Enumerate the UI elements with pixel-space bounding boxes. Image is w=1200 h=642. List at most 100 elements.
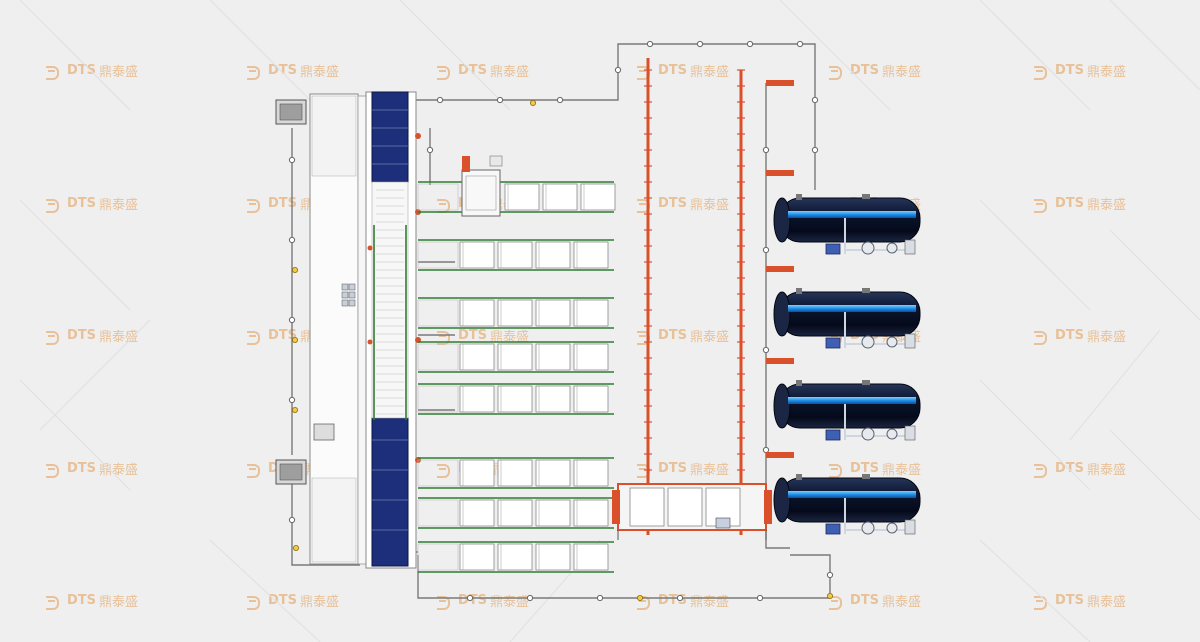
background-line: [779, 0, 891, 111]
tray: [535, 343, 571, 371]
dts-logo-icon: [1034, 65, 1052, 80]
watermark-brand: DTS: [658, 461, 688, 476]
background-line: [209, 539, 321, 642]
tray: [542, 183, 578, 211]
pipe-valve: [288, 236, 296, 244]
retort-stripe: [788, 491, 916, 498]
pipe-valve: [556, 96, 564, 104]
dts-logo-icon: [1034, 330, 1052, 345]
tray: [459, 241, 495, 269]
pipe-valve: [762, 246, 770, 254]
retort-door: [773, 383, 791, 429]
watermark-brand: DTS: [268, 63, 298, 78]
pipe-valve: [646, 40, 654, 48]
pipe-valve: [796, 40, 804, 48]
dts-logo-icon: [437, 463, 455, 478]
watermark-brand-cn: 鼎泰盛: [300, 595, 340, 610]
sensor-marker: [530, 100, 537, 107]
sensor-marker: [827, 593, 834, 600]
dts-logo-icon: [829, 595, 847, 610]
retort-door: [773, 197, 791, 243]
retort-bank: [773, 194, 921, 535]
tray: [497, 299, 533, 327]
tray-row: [417, 457, 614, 489]
tray-row: [417, 383, 614, 415]
pipe-valve: [746, 40, 754, 48]
watermark-brand: DTS: [1055, 63, 1085, 78]
tray: [573, 385, 609, 413]
pipe-valve: [288, 396, 296, 404]
vertical-conveyor: [365, 91, 421, 569]
pipe-valve: [676, 594, 684, 602]
background-line: [979, 0, 1091, 111]
tray-row: [417, 239, 614, 271]
tray: [459, 343, 495, 371]
pipe-valve: [762, 146, 770, 154]
retort-door: [773, 291, 791, 337]
pipe-valve: [288, 316, 296, 324]
tray: [459, 543, 495, 571]
tray: [573, 499, 609, 527]
valve: [886, 336, 898, 348]
watermark-brand-cn: 鼎泰盛: [300, 65, 340, 80]
pipe-valve: [811, 96, 819, 104]
pipe-valve: [596, 594, 604, 602]
background-line: [1109, 429, 1200, 521]
tray-row: [417, 497, 614, 529]
sensor-marker: [637, 595, 644, 602]
dts-logo-icon: [829, 463, 847, 478]
watermark-brand-cn: 鼎泰盛: [1087, 330, 1127, 345]
valve: [886, 522, 898, 534]
valve: [886, 428, 898, 440]
watermark-brand: DTS: [458, 63, 488, 78]
background-line: [19, 199, 131, 311]
tray: [535, 459, 571, 487]
tray: [497, 459, 533, 487]
watermark-brand-cn: 鼎泰盛: [690, 595, 730, 610]
valve: [886, 242, 898, 254]
pipe-valve: [614, 66, 622, 74]
dts-logo-icon: [1034, 198, 1052, 213]
tray: [504, 183, 540, 211]
watermark-brand: DTS: [1055, 593, 1085, 608]
watermark-brand-cn: 鼎泰盛: [1087, 65, 1127, 80]
retort: [773, 194, 921, 255]
watermark-brand: DTS: [658, 63, 688, 78]
pipe-valve: [826, 571, 834, 579]
sensor-marker: [291, 266, 298, 273]
pipe-valve: [426, 146, 434, 154]
tray: [459, 459, 495, 487]
watermark-brand-cn: 鼎泰盛: [882, 595, 922, 610]
tray: [573, 543, 609, 571]
pipe-valve: [696, 40, 704, 48]
dts-logo-icon: [437, 65, 455, 80]
pipe-valve: [436, 96, 444, 104]
watermark-brand: DTS: [268, 593, 298, 608]
watermark-brand-cn: 鼎泰盛: [490, 65, 530, 80]
tray: [573, 299, 609, 327]
tray: [497, 499, 533, 527]
dts-logo-icon: [247, 330, 265, 345]
tray: [573, 343, 609, 371]
sensor-marker: [291, 406, 298, 413]
watermark-brand: DTS: [658, 196, 688, 211]
tray: [580, 183, 616, 211]
watermark-brand-cn: 鼎泰盛: [99, 198, 139, 213]
background-line: [209, 0, 321, 111]
pipe-valve: [762, 446, 770, 454]
retort-vessel: [779, 197, 921, 243]
tray: [535, 241, 571, 269]
dts-logo-icon: [46, 595, 64, 610]
motor: [825, 523, 841, 535]
